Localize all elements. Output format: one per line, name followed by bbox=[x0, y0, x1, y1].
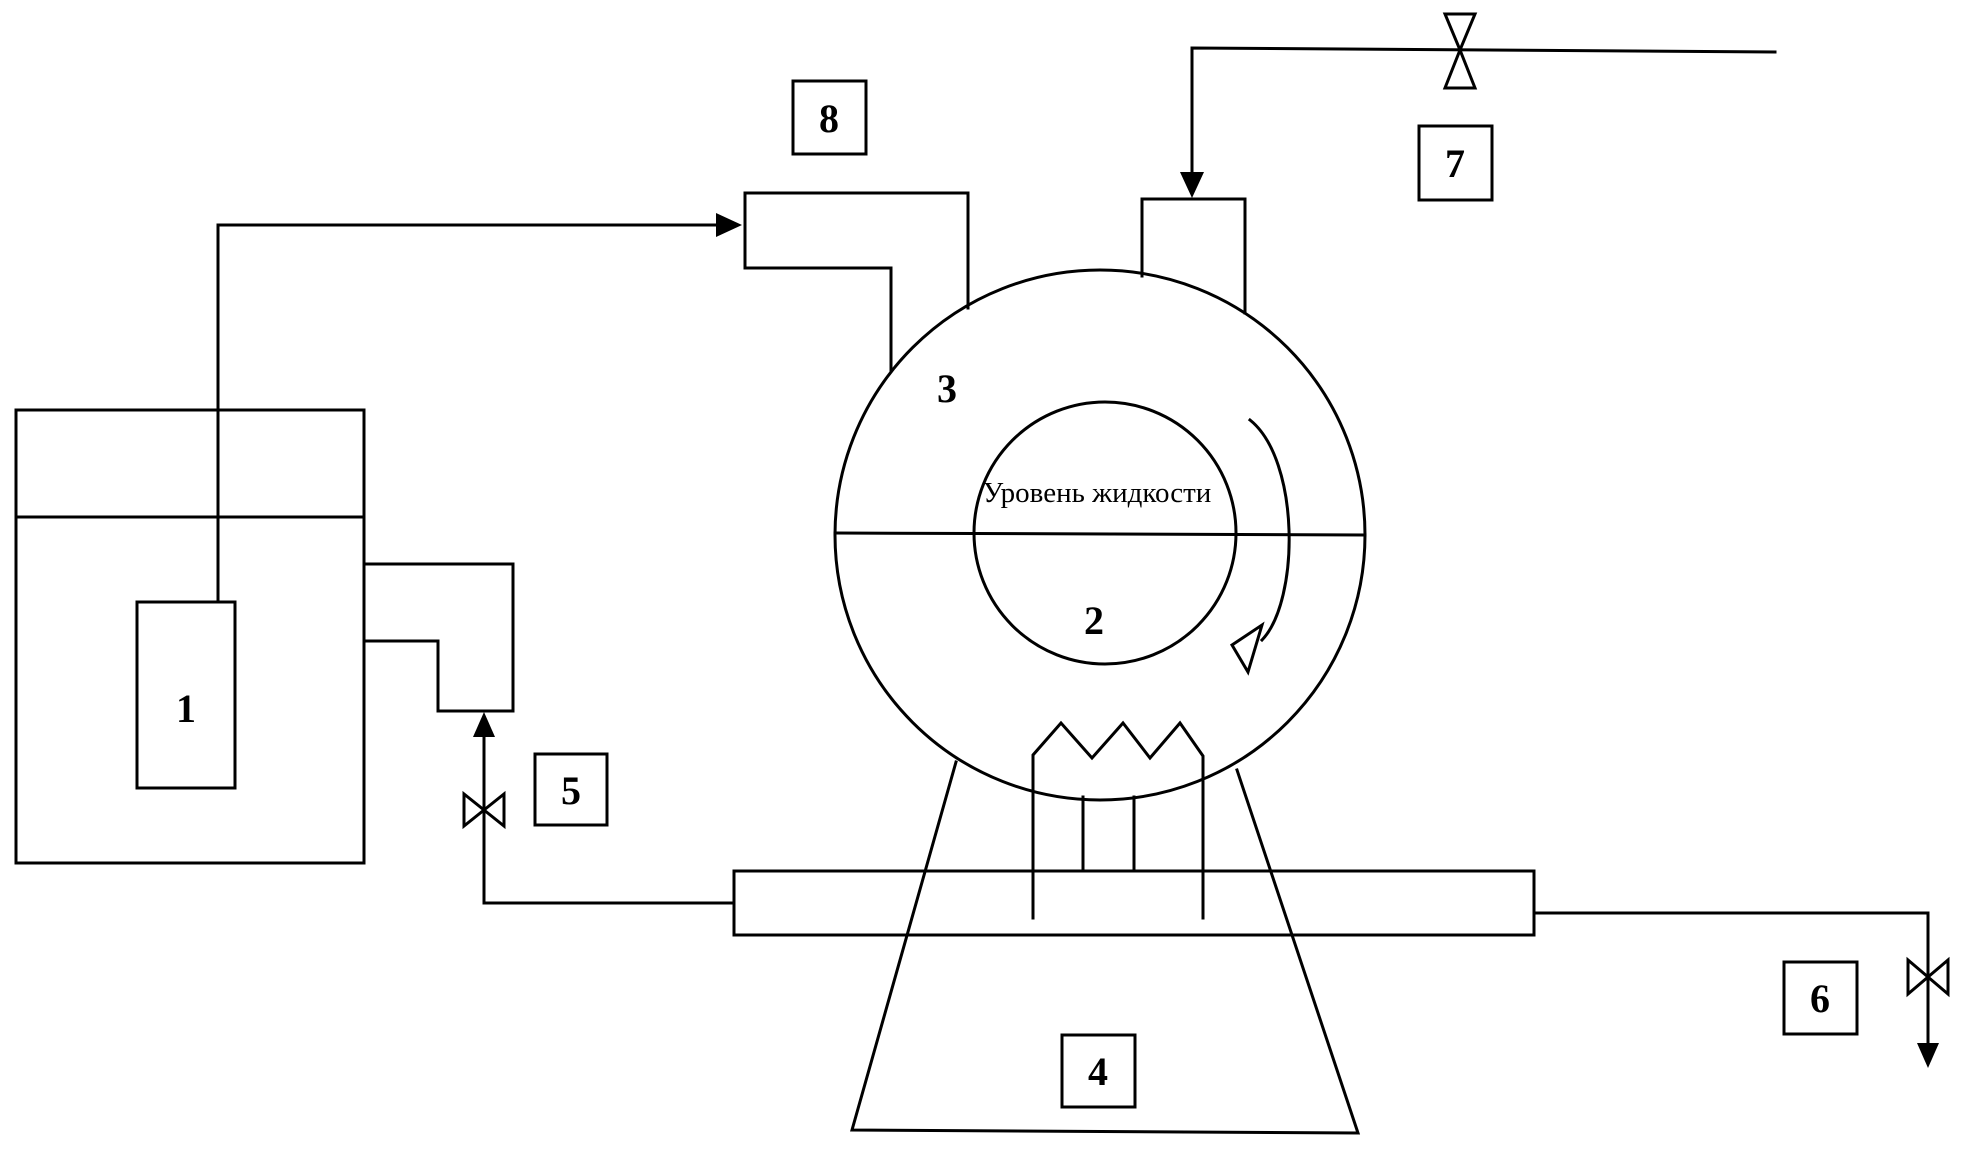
label-box-4 bbox=[1060, 1033, 1137, 1109]
label-box-7 bbox=[1417, 124, 1494, 202]
label-7: 7 bbox=[1445, 141, 1465, 186]
label-4: 4 bbox=[1088, 1049, 1108, 1094]
heater-coil bbox=[1031, 720, 1205, 920]
label-6: 6 bbox=[1810, 976, 1830, 1021]
label-5: 5 bbox=[561, 768, 581, 813]
pipe-header-to-outlet bbox=[1532, 911, 1939, 1068]
pipe-valve7-to-nozzle bbox=[1180, 46, 1777, 198]
label-2: 2 bbox=[1084, 598, 1104, 643]
label-8: 8 bbox=[819, 96, 839, 141]
drum-bottom-outlet bbox=[1081, 795, 1136, 873]
liquid-level-line bbox=[833, 531, 1367, 537]
arrow-down-icon bbox=[1180, 172, 1204, 198]
arrow-down-icon bbox=[1917, 1043, 1939, 1068]
rotation-arrow-icon bbox=[1229, 417, 1291, 676]
tank-outlet-duct bbox=[362, 562, 515, 713]
label-box-6 bbox=[1782, 960, 1859, 1036]
label-box-5 bbox=[533, 752, 609, 827]
liquid-level-label: Уровень жидкости bbox=[983, 477, 1212, 509]
tank bbox=[14, 408, 366, 865]
nozzle-top-right bbox=[1140, 197, 1247, 315]
arrow-up-icon bbox=[473, 712, 495, 737]
arrow-right-icon bbox=[716, 213, 742, 237]
header-pipe bbox=[732, 869, 1536, 937]
pipe-header-to-tank bbox=[473, 712, 736, 905]
pipe-unit1-to-unit8 bbox=[216, 213, 742, 604]
valve-7-icon bbox=[1442, 12, 1478, 90]
label-box-8 bbox=[791, 79, 868, 156]
valve-6-icon bbox=[1906, 956, 1950, 998]
support-stand bbox=[850, 760, 1361, 1135]
valve-5-icon bbox=[462, 790, 506, 830]
unit-1-box bbox=[135, 600, 237, 790]
label-1: 1 bbox=[176, 686, 196, 731]
nozzle-unit-8 bbox=[743, 191, 970, 372]
label-3: 3 bbox=[937, 366, 957, 411]
